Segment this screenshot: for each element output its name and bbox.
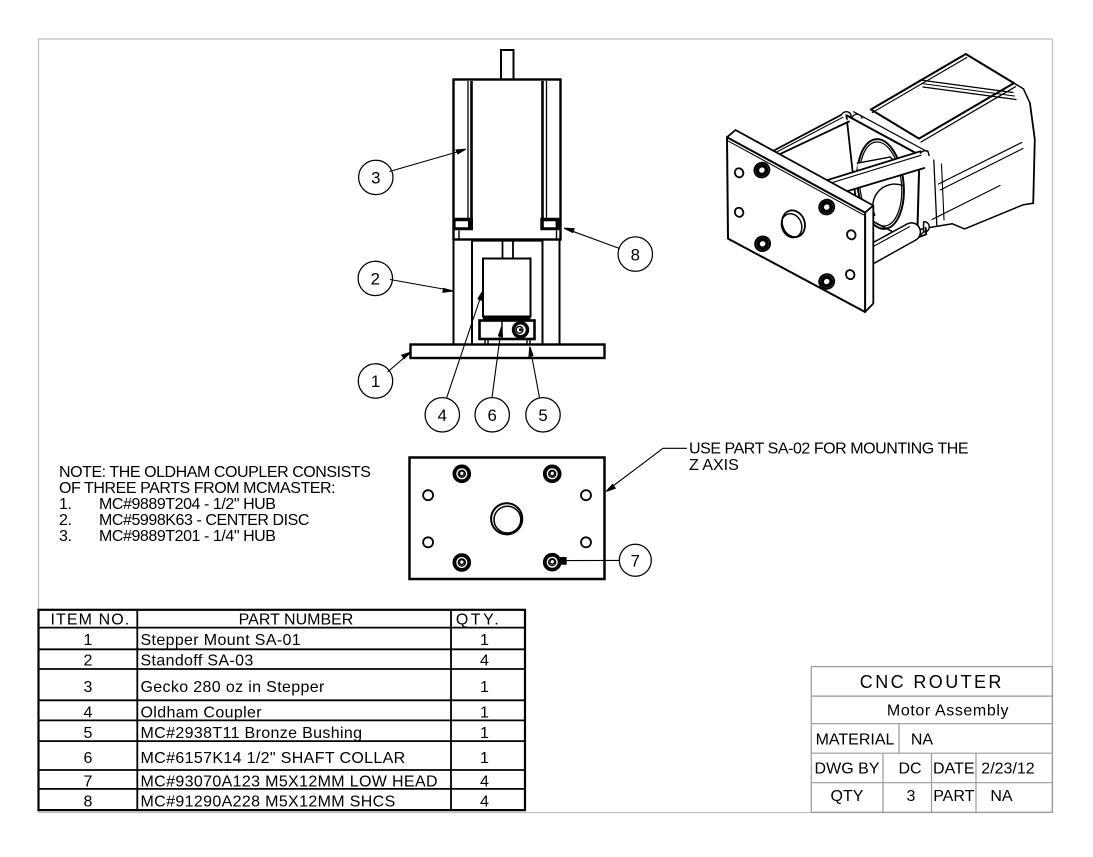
svg-text:MC#6157K14 1/2" SHAFT COLLAR: MC#6157K14 1/2" SHAFT COLLAR [141, 750, 406, 767]
svg-text:Standoff SA-03: Standoff SA-03 [141, 653, 254, 670]
svg-text:NA: NA [911, 731, 934, 748]
svg-text:DATE: DATE [933, 761, 974, 778]
svg-text:NOTE: THE OLDHAM COUPLER CONSI: NOTE: THE OLDHAM COUPLER CONSISTS [59, 464, 370, 481]
svg-text:ITEM NO.: ITEM NO. [50, 612, 130, 629]
svg-text:2: 2 [371, 270, 380, 289]
svg-text:1: 1 [480, 632, 489, 649]
svg-text:2: 2 [83, 653, 92, 670]
svg-text:1: 1 [480, 705, 489, 722]
svg-text:3: 3 [907, 788, 916, 805]
svg-text:1: 1 [480, 679, 489, 696]
svg-text:1: 1 [480, 750, 489, 767]
svg-text:5: 5 [83, 725, 92, 742]
svg-text:7: 7 [83, 774, 92, 791]
svg-text:QTY: QTY [831, 788, 864, 805]
svg-text:1: 1 [83, 632, 92, 649]
svg-text:7: 7 [631, 552, 640, 571]
svg-text:MATERIAL: MATERIAL [816, 731, 895, 748]
svg-text:2/23/12: 2/23/12 [981, 761, 1034, 778]
svg-text:DC: DC [898, 761, 921, 778]
svg-text:MC#93070A123 M5X12MM LOW HEAD: MC#93070A123 M5X12MM LOW HEAD [141, 774, 438, 791]
svg-text:3: 3 [83, 679, 92, 696]
svg-text:MC#2938T11 Bronze Bushing: MC#2938T11 Bronze Bushing [141, 725, 363, 742]
svg-text:6: 6 [488, 406, 497, 425]
svg-text:Z AXIS: Z AXIS [689, 457, 739, 474]
svg-text:2.: 2. [59, 512, 71, 529]
svg-text:1: 1 [371, 372, 380, 391]
svg-text:Oldham Coupler: Oldham Coupler [141, 705, 263, 722]
svg-text:NA: NA [990, 788, 1013, 805]
svg-text:3.: 3. [59, 528, 71, 545]
svg-text:PART: PART [933, 788, 974, 805]
svg-text:4: 4 [480, 794, 489, 811]
svg-text:CNC ROUTER: CNC ROUTER [860, 672, 1004, 692]
svg-text:OF THREE PARTS FROM MCMASTER:: OF THREE PARTS FROM MCMASTER: [59, 480, 335, 497]
svg-text:8: 8 [83, 794, 92, 811]
svg-text:Stepper Mount SA-01: Stepper Mount SA-01 [141, 632, 302, 649]
svg-text:8: 8 [631, 245, 640, 264]
svg-text:1: 1 [480, 725, 489, 742]
svg-text:4: 4 [438, 406, 447, 425]
svg-text:MC#5998K63 - CENTER DISC: MC#5998K63 - CENTER DISC [99, 512, 309, 529]
svg-text:MC#91290A228 M5X12MM SHCS: MC#91290A228 M5X12MM SHCS [141, 794, 396, 811]
svg-text:4: 4 [480, 774, 489, 791]
svg-text:3: 3 [371, 169, 380, 188]
svg-text:QTY.: QTY. [456, 612, 501, 629]
svg-text:1.: 1. [59, 496, 71, 513]
svg-text:Gecko 280 oz in Stepper: Gecko 280 oz in Stepper [141, 679, 325, 696]
svg-text:5: 5 [538, 406, 547, 425]
svg-text:Motor Assembly: Motor Assembly [887, 703, 1009, 720]
svg-text:MC#9889T204 - 1/2" HUB: MC#9889T204 - 1/2" HUB [99, 496, 276, 513]
svg-text:PART NUMBER: PART NUMBER [239, 612, 354, 629]
svg-text:USE PART SA-02 FOR MOUNTING TH: USE PART SA-02 FOR MOUNTING THE [689, 441, 968, 458]
svg-text:DWG BY: DWG BY [815, 761, 880, 778]
svg-text:MC#9889T201 - 1/4" HUB: MC#9889T201 - 1/4" HUB [99, 528, 276, 545]
svg-text:4: 4 [83, 705, 92, 722]
svg-text:6: 6 [83, 750, 92, 767]
svg-text:4: 4 [480, 653, 489, 670]
